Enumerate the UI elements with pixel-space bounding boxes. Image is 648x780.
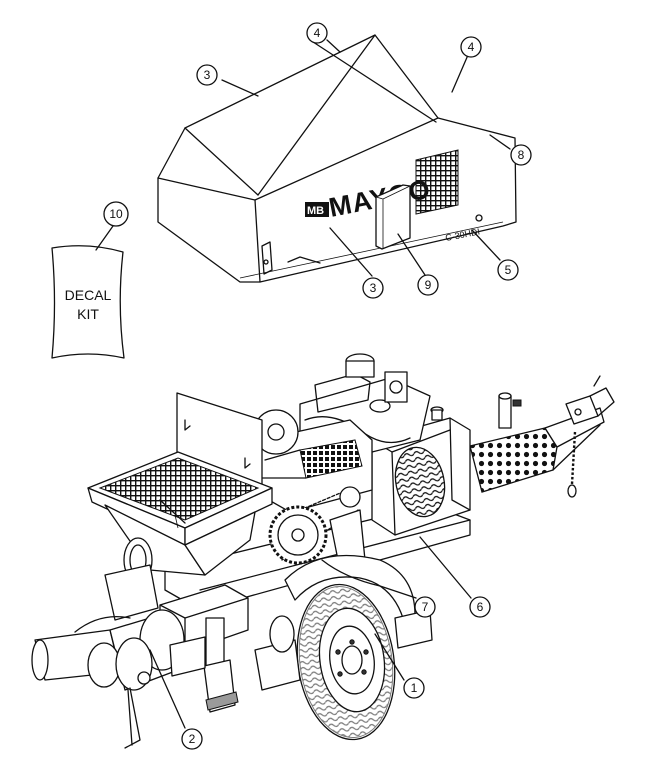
svg-text:2: 2 — [189, 732, 196, 746]
svg-text:MB: MB — [307, 205, 324, 217]
pump-machine — [31, 353, 615, 749]
svg-text:3: 3 — [370, 281, 377, 295]
engine-cover: MB MAYCO C-30HDI — [157, 34, 517, 283]
svg-text:9: 9 — [425, 278, 432, 292]
callout-10: 10 — [103, 201, 129, 227]
svg-text:7: 7 — [422, 600, 429, 614]
callout-3-bottom: 3 — [362, 277, 384, 299]
decal-kit: DECAL KIT — [51, 245, 125, 359]
callout-4-top: 4 — [306, 22, 328, 44]
callout-7: 7 — [414, 596, 436, 618]
callout-6: 6 — [469, 596, 491, 618]
svg-text:10: 10 — [109, 207, 123, 221]
svg-text:8: 8 — [518, 148, 525, 162]
decal-panel-9 — [375, 184, 411, 250]
callout-8: 8 — [510, 144, 532, 166]
decal-kit-line2: KIT — [77, 306, 99, 322]
svg-text:4: 4 — [468, 40, 475, 54]
callout-1: 1 — [403, 677, 425, 699]
svg-text:6: 6 — [477, 600, 484, 614]
svg-text:1: 1 — [411, 681, 418, 695]
callout-2: 2 — [181, 728, 203, 750]
callout-9: 9 — [417, 274, 439, 296]
callout-3-top: 3 — [196, 64, 218, 86]
callout-4-right: 4 — [460, 36, 482, 58]
svg-text:4: 4 — [314, 26, 321, 40]
decal-kit-line1: DECAL — [65, 287, 112, 303]
mayco-logo: MB — [305, 202, 329, 217]
callout-5: 5 — [497, 259, 519, 281]
leader-lines — [95, 39, 511, 729]
svg-text:5: 5 — [505, 263, 512, 277]
svg-text:3: 3 — [204, 68, 211, 82]
